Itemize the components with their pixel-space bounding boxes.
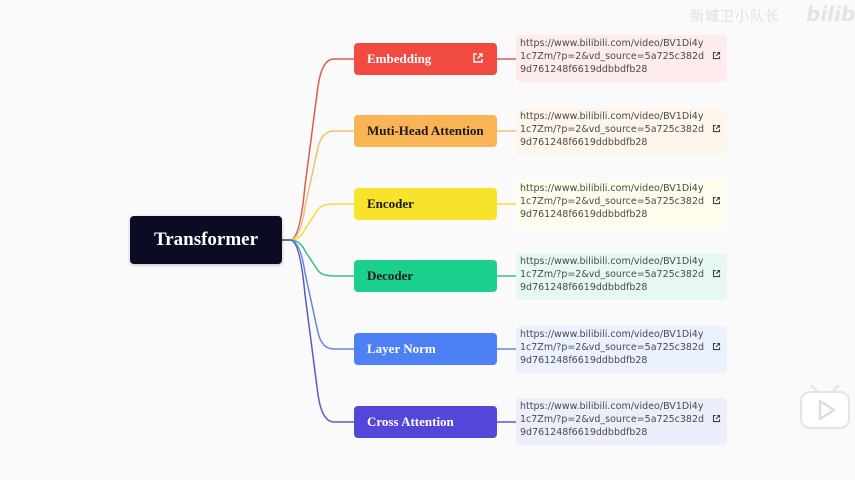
bilibili-logo: bilib	[806, 2, 855, 26]
connector-root-to-branch-2	[282, 203, 354, 241]
link-url[interactable]: https://www.bilibili.com/video/BV1Di4y1c…	[520, 111, 705, 148]
branch-label: Embedding	[367, 51, 432, 66]
external-link-icon[interactable]	[472, 52, 484, 64]
branch-node-0[interactable]: Embedding	[354, 43, 497, 75]
link-url[interactable]: https://www.bilibili.com/video/BV1Di4y1c…	[520, 183, 705, 220]
root-node-transformer[interactable]: Transformer	[130, 216, 282, 264]
link-url[interactable]: https://www.bilibili.com/video/BV1Di4y1c…	[520, 38, 705, 75]
connector-root-to-branch-4	[282, 239, 354, 350]
branch-label: Layer Norm	[367, 341, 436, 356]
link-box-3[interactable]: https://www.bilibili.com/video/BV1Di4y1c…	[516, 253, 727, 300]
external-link-icon[interactable]	[712, 269, 721, 278]
branch-node-4[interactable]: Layer Norm	[354, 333, 497, 365]
link-box-4[interactable]: https://www.bilibili.com/video/BV1Di4y1c…	[516, 326, 727, 373]
external-link-icon[interactable]	[712, 124, 721, 133]
branch-label: Decoder	[367, 268, 414, 283]
external-link-icon[interactable]	[712, 196, 721, 205]
branch-label: Cross Attention	[367, 414, 454, 429]
connector-root-to-branch-5	[282, 239, 354, 423]
link-box-1[interactable]: https://www.bilibili.com/video/BV1Di4y1c…	[516, 108, 727, 155]
branch-node-1[interactable]: Muti-Head Attention	[354, 115, 497, 147]
link-url[interactable]: https://www.bilibili.com/video/BV1Di4y1c…	[520, 256, 705, 293]
watermark-text: 新城卫小队长	[690, 9, 780, 25]
branch-label: Encoder	[367, 196, 414, 211]
link-box-0[interactable]: https://www.bilibili.com/video/BV1Di4y1c…	[516, 35, 727, 82]
external-link-icon[interactable]	[712, 51, 721, 60]
branch-label: Muti-Head Attention	[367, 123, 484, 138]
connector-root-to-branch-3	[282, 239, 354, 277]
link-box-5[interactable]: https://www.bilibili.com/video/BV1Di4y1c…	[516, 398, 727, 445]
play-button[interactable]	[798, 384, 852, 430]
branch-node-5[interactable]: Cross Attention	[354, 406, 497, 438]
branch-node-3[interactable]: Decoder	[354, 260, 497, 292]
connector-root-to-branch-1	[282, 130, 354, 241]
link-url[interactable]: https://www.bilibili.com/video/BV1Di4y1c…	[520, 329, 705, 366]
play-icon	[818, 399, 836, 421]
external-link-icon[interactable]	[712, 342, 721, 351]
connector-root-to-branch-0	[282, 58, 354, 241]
link-box-2[interactable]: https://www.bilibili.com/video/BV1Di4y1c…	[516, 180, 727, 227]
link-url[interactable]: https://www.bilibili.com/video/BV1Di4y1c…	[520, 401, 705, 438]
external-link-icon[interactable]	[712, 414, 721, 423]
branch-node-2[interactable]: Encoder	[354, 188, 497, 220]
